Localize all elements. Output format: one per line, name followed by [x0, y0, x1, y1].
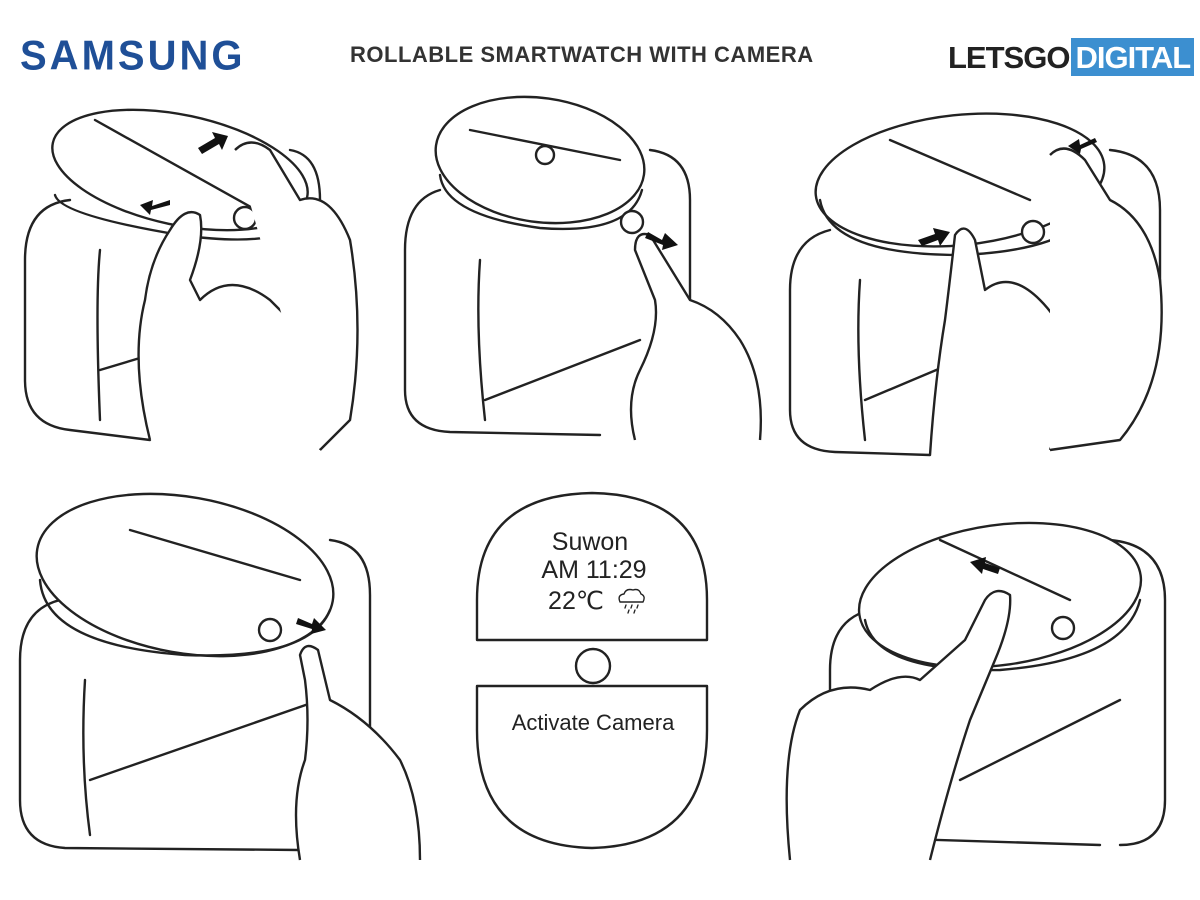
arrow-icon — [645, 232, 678, 250]
watch-figure-3 — [788, 112, 1163, 457]
watch-figure-2 — [403, 95, 763, 441]
display-bottom-half — [475, 684, 709, 850]
letsgodigital-logo: LETSGO DIGITAL — [948, 38, 1195, 76]
arrow-icon — [970, 557, 1000, 574]
camera-lens-icon — [574, 647, 612, 685]
page-title: ROLLABLE SMARTWATCH WITH CAMERA — [350, 42, 814, 67]
arrow-icon — [140, 200, 170, 215]
rain-cloud-icon — [618, 588, 645, 614]
time-label: AM 11:29 — [541, 556, 647, 584]
watch-figure-1 — [23, 108, 359, 451]
display-top-half — [475, 491, 709, 642]
logo-highlight-part: DIGITAL — [1071, 38, 1195, 76]
arrow-icon — [198, 132, 228, 154]
watch-figure-5 — [785, 521, 1167, 861]
watch-screen-diagram — [475, 491, 709, 850]
temperature-label: 22℃ — [548, 587, 604, 615]
city-label: Suwon — [551, 528, 629, 556]
arrow-icon — [1068, 138, 1097, 154]
activate-camera-button[interactable]: Activate Camera — [511, 710, 675, 735]
arrow-icon — [918, 228, 950, 246]
samsung-logo: SAMSUNG — [20, 32, 246, 80]
logo-dark-part: LETSGO — [948, 40, 1070, 75]
watch-figure-4 — [18, 492, 422, 861]
arrow-icon — [296, 618, 326, 634]
